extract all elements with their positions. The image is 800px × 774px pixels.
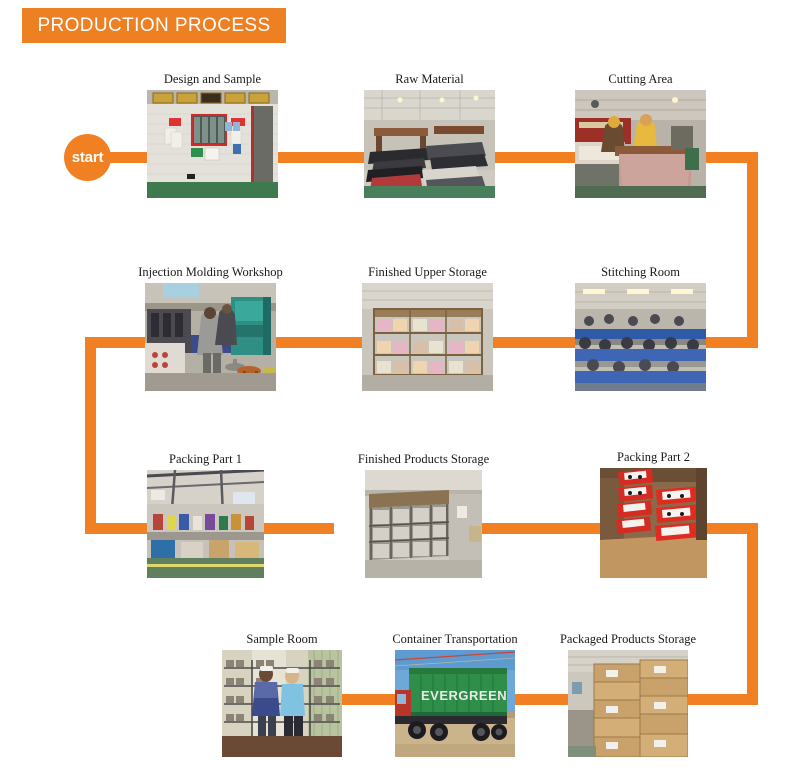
process-step-card[interactable]: Design and Sample <box>147 72 278 198</box>
process-step-card[interactable]: Finished Products Storage <box>358 452 489 578</box>
injection-molding-machines-photo <box>145 283 276 391</box>
process-step-label: Finished Products Storage <box>357 452 490 467</box>
start-node[interactable]: start <box>64 134 111 181</box>
packing-line-workers-photo <box>147 470 264 578</box>
process-step-label: Stitching Room <box>601 265 680 280</box>
upper-storage-racks-photo <box>362 283 493 391</box>
process-step-label: Cutting Area <box>608 72 673 87</box>
process-step-card[interactable]: Packaged Products Storage <box>560 632 696 757</box>
raw-material-stacks-photo <box>364 90 495 198</box>
process-step-label: Finished Upper Storage <box>368 265 487 280</box>
connector-step8-to-step9 <box>452 523 602 534</box>
process-step-label: Packaged Products Storage <box>559 632 697 647</box>
process-step-card[interactable]: Stitching Room <box>575 265 706 391</box>
process-step-label: Raw Material <box>395 72 464 87</box>
process-step-card[interactable]: Cutting Area <box>575 72 706 198</box>
connector-row3-to-row4-horizontal-bottom <box>686 694 758 705</box>
page-title-banner: PRODUCTION PROCESS <box>22 8 286 43</box>
red-shoe-boxes-carton-photo <box>600 468 707 578</box>
connector-row3-to-row4-vertical <box>747 523 758 705</box>
connector-step2-to-step3 <box>491 152 579 163</box>
connector-row2-to-row3-horizontal-bottom <box>85 523 147 534</box>
connector-start-to-step1 <box>105 152 151 163</box>
connector-row1-to-row2-horizontal-bottom <box>703 337 758 348</box>
cutting-area-workers-photo <box>575 90 706 198</box>
connector-step5-to-step6 <box>274 337 368 348</box>
connector-step7-to-step8 <box>264 523 334 534</box>
stitching-room-lines-photo <box>575 283 706 391</box>
sample-room-two-people-photo <box>222 650 342 757</box>
start-node-label: start <box>71 149 104 166</box>
connector-row2-to-row3-horizontal-top <box>85 337 147 348</box>
connector-step11-to-step12 <box>341 694 397 705</box>
connector-row1-to-row2-horizontal-top <box>703 152 758 163</box>
factory-showroom-entrance-photo <box>147 90 278 198</box>
process-step-card[interactable]: Finished Upper Storage <box>362 265 493 391</box>
process-step-label: Container Transportation <box>392 632 518 647</box>
cardboard-cartons-warehouse-photo <box>568 650 688 757</box>
process-step-label: Packing Part 1 <box>169 452 242 467</box>
connector-step1-to-step2 <box>274 152 368 163</box>
process-step-card[interactable]: Packing Part 1 <box>147 452 264 578</box>
connector-row1-to-row2-vertical <box>747 152 758 348</box>
process-step-card[interactable]: Sample Room <box>222 632 342 757</box>
connector-row2-to-row3-vertical <box>85 337 96 534</box>
process-step-label: Injection Molding Workshop <box>138 265 283 280</box>
page-title: PRODUCTION PROCESS <box>37 14 271 36</box>
green-evergreen-container-truck-photo: EVERGREEN <box>395 650 515 757</box>
process-step-label: Sample Room <box>246 632 318 647</box>
svg-text:EVERGREEN: EVERGREEN <box>421 688 507 703</box>
process-step-card[interactable]: Container Transportation EVE <box>392 632 518 757</box>
finished-products-racks-photo <box>365 470 482 578</box>
connector-step4-to-step5 <box>491 337 579 348</box>
process-step-label: Packing Part 2 <box>617 450 690 465</box>
process-step-card[interactable]: Packing Part 2 <box>600 450 707 578</box>
process-step-card[interactable]: Raw Material <box>364 72 495 198</box>
connector-step10-to-step11 <box>514 694 570 705</box>
process-step-card[interactable]: Injection Molding Workshop <box>138 265 283 391</box>
process-step-label: Design and Sample <box>163 72 262 87</box>
connector-row3-to-row4-horizontal-top <box>703 523 758 534</box>
